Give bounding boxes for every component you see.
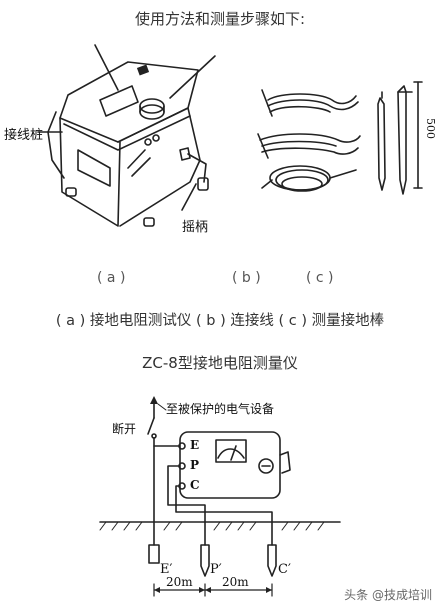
probe-p-label: P′ — [210, 562, 222, 577]
sub-label-a: ( a ) — [97, 270, 126, 286]
watermark: 头条 @技成培训 — [344, 588, 432, 602]
model-title: ZC-8型接地电阻测量仪 — [142, 354, 298, 372]
terminal-p-label: P — [190, 458, 200, 472]
protected-device-label: 至被保护的电气设备 — [166, 402, 275, 416]
rod-length-label: 500 — [424, 118, 437, 139]
distance-pc-label: 20m — [222, 575, 249, 589]
sub-label-b: ( b ) — [232, 270, 261, 286]
distance-ep-label: 20m — [166, 575, 193, 589]
terminal-e-label: E — [190, 438, 200, 452]
probe-e-label: E′ — [160, 562, 173, 577]
probe-c-label: C′ — [278, 562, 291, 577]
leads-drawing — [257, 89, 361, 192]
switch-off-label: 断开 — [112, 422, 137, 436]
terminal-c-label: C — [190, 478, 200, 492]
sub-label-c: ( c ) — [306, 270, 334, 286]
terminal-post-label: 接线桩 — [4, 128, 44, 143]
page-caption: 使用方法和测量步骤如下: — [134, 10, 306, 28]
ground-rods-drawing — [377, 81, 423, 195]
tester-drawing — [37, 44, 216, 227]
wiring-diagram — [99, 397, 341, 597]
crank-handle-label: 摇柄 — [182, 220, 209, 235]
figure-legend: ( a ) 接地电阻测试仪 ( b ) 连接线 ( c ) 测量接地棒 — [55, 313, 385, 329]
